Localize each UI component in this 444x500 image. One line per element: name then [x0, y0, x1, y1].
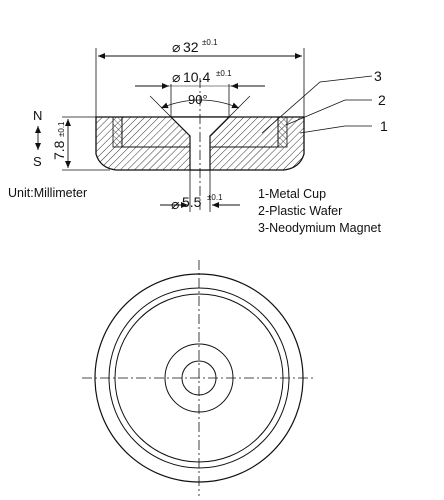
height-tolerance: ±0.1 — [57, 121, 66, 137]
callout-1: 1 — [380, 118, 388, 134]
countersink-diameter-value: 10.4 — [183, 69, 210, 85]
legend-item-plastic-wafer: 2-Plastic Wafer — [258, 204, 343, 218]
countersink-angle-value: 90° — [188, 92, 208, 107]
callout-leaders: 3 2 1 — [261, 68, 388, 134]
parts-legend: 1-Metal Cup 2-Plastic Wafer 3-Neodymium … — [258, 186, 438, 237]
legend-item-metal-cup: 1-Metal Cup — [258, 187, 327, 201]
callout-3: 3 — [374, 68, 382, 84]
pole-north: N — [33, 108, 42, 123]
outer-diameter-tolerance: ±0.1 — [202, 38, 218, 47]
height-value: 7.8 — [51, 140, 67, 160]
pole-indicator: N S — [33, 108, 42, 169]
hole-diameter-value: 5.5 — [182, 194, 202, 210]
unit-note: Unit:Millimeter — [8, 186, 88, 200]
plastic-wafer-left — [112, 116, 123, 148]
top-view — [82, 260, 316, 496]
countersink-diameter-symbol: ⌀ — [172, 69, 181, 85]
hole-diameter-tolerance: ±0.1 — [207, 193, 223, 202]
section-view — [95, 78, 305, 210]
dimension-countersink-angle: 90° — [149, 92, 251, 118]
legend-item-neodymium-magnet: 3-Neodymium Magnet — [258, 221, 381, 235]
outer-diameter-symbol: ⌀ — [172, 39, 181, 55]
dimension-outer-diameter: ⌀ 32 ±0.1 — [95, 38, 305, 117]
outer-diameter-value: 32 — [183, 39, 199, 55]
hole-diameter-symbol: ⌀ — [171, 196, 180, 212]
pole-south: S — [33, 154, 42, 169]
dimension-countersink-diameter: ⌀ 10.4 ±0.1 — [135, 69, 265, 117]
callout-2: 2 — [378, 92, 386, 108]
plastic-wafer-right — [277, 116, 288, 148]
dimension-height: 7.8 ±0.1 — [51, 116, 110, 171]
countersink-diameter-tolerance: ±0.1 — [216, 69, 232, 78]
dimension-hole-diameter: ⌀ 5.5 ±0.1 — [160, 170, 240, 212]
